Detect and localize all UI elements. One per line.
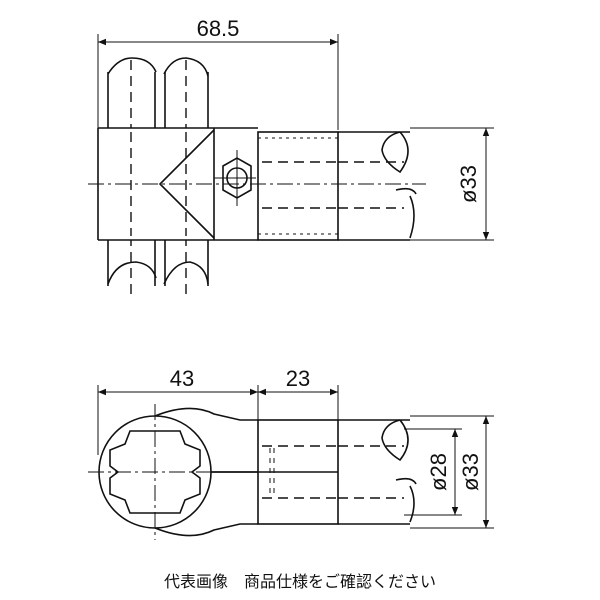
dimension-bottom-right-width: 23 — [258, 366, 339, 420]
bottom-left-width-label: 43 — [170, 366, 194, 391]
dimension-bottom-inner-diameter: ø28 — [404, 428, 462, 516]
bottom-socket — [211, 419, 339, 525]
dimension-bottom-left-width: 43 — [97, 366, 259, 455]
dimension-bottom-outer-diameter: ø33 — [410, 415, 494, 529]
hex-bolt — [214, 150, 256, 206]
top-diameter-label: ø33 — [456, 165, 481, 203]
top-view: 68.5 — [88, 16, 494, 298]
caption: 代表画像 商品仕様をご確認ください — [163, 572, 436, 591]
dimension-top-width: 68.5 — [97, 16, 339, 130]
bottom-view: 43 23 — [88, 366, 494, 540]
bottom-outer-diameter-label: ø33 — [458, 453, 483, 491]
bottom-inner-diameter-label: ø28 — [426, 453, 451, 491]
top-width-label: 68.5 — [197, 16, 240, 41]
horizontal-pipe — [338, 131, 417, 241]
bottom-right-width-label: 23 — [286, 366, 310, 391]
dimension-top-diameter: ø33 — [410, 127, 494, 241]
horizontal-socket — [257, 131, 339, 241]
bottom-pipe — [338, 419, 417, 525]
